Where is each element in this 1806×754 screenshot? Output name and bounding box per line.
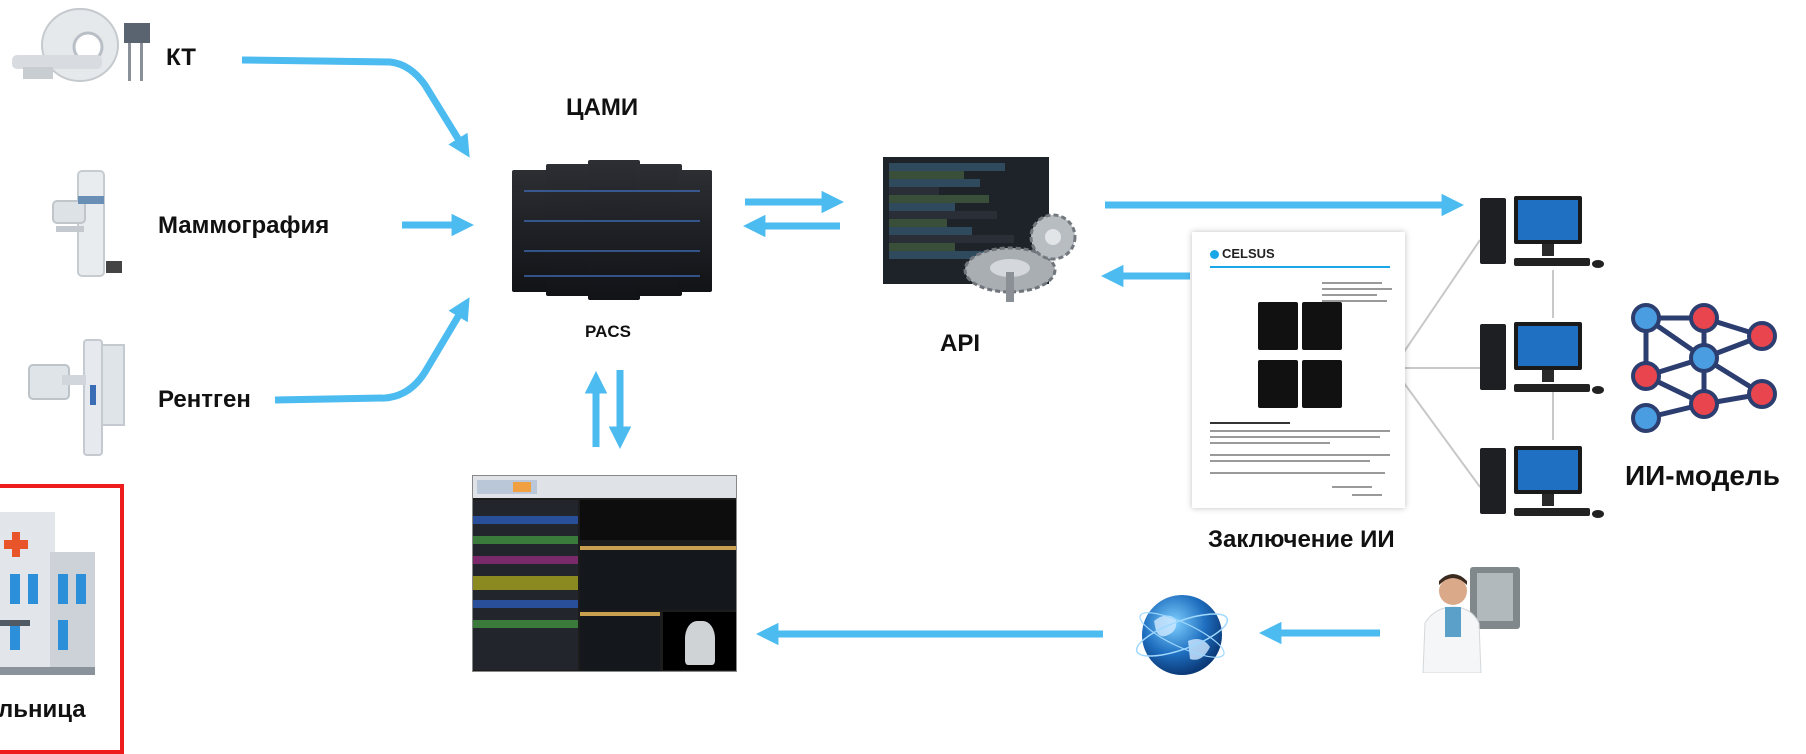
report-logo: CELSUS <box>1210 246 1275 261</box>
hospital-icon <box>0 512 95 675</box>
label-pacs: PACS <box>585 322 631 341</box>
globe-icon <box>1135 595 1229 675</box>
ct-scanner-icon <box>12 8 150 82</box>
label-ai-model: ИИ-модель <box>1625 460 1780 491</box>
gears-icon <box>963 213 1077 302</box>
arrow-ct-to-pacs <box>241 56 470 158</box>
computer-icon-1 <box>1480 196 1604 268</box>
xray-machine-icon <box>28 339 125 456</box>
neural-network-icon <box>1631 303 1777 433</box>
label-xray: Рентген <box>158 386 251 413</box>
pacs-viewer-screen <box>472 475 737 672</box>
label-cami: ЦАМИ <box>566 94 639 121</box>
mammograph-icon <box>52 170 122 277</box>
server-rack-icon <box>512 160 712 300</box>
label-mammography: Маммография <box>158 212 330 239</box>
label-ct: КТ <box>166 44 196 71</box>
label-hospital: льница <box>0 696 86 723</box>
computer-icon-3 <box>1480 446 1604 518</box>
label-ai-report: Заключение ИИ <box>1208 526 1395 553</box>
computer-icon-2 <box>1480 322 1604 394</box>
ai-report-document: CELSUS <box>1192 232 1405 508</box>
arrow-xray-to-pacs <box>274 297 470 404</box>
doctor-xray-icon <box>1422 567 1520 673</box>
label-api: API <box>940 330 981 357</box>
network-lines <box>1392 239 1554 488</box>
